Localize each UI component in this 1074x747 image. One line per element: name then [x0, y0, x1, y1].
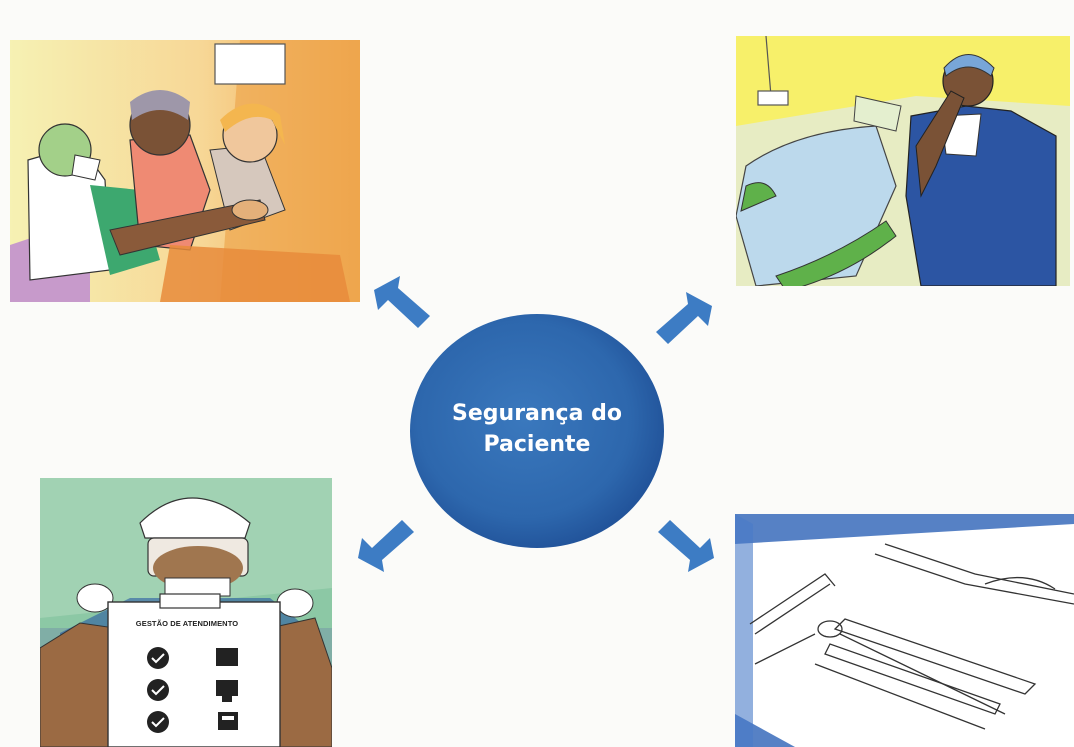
center-title-line-1: Segurança do — [452, 401, 622, 426]
arrow-up-right-icon — [648, 286, 718, 356]
center-circle — [408, 312, 666, 550]
clipboard-title: GESTÃO DE ATENDIMENTO — [135, 619, 239, 628]
arrow-down-right-icon — [650, 508, 720, 578]
center-title: Segurança do Paciente — [408, 398, 666, 460]
professional-with-checklist-illustration — [40, 478, 332, 747]
dental-instruments-illustration — [735, 514, 1074, 747]
dental-team-illustration — [10, 40, 360, 302]
arrow-up-left-icon — [368, 270, 438, 340]
arrow-down-left-icon — [352, 508, 422, 578]
stressed-dentist-illustration — [736, 36, 1070, 286]
center-title-line-2: Paciente — [483, 432, 591, 457]
